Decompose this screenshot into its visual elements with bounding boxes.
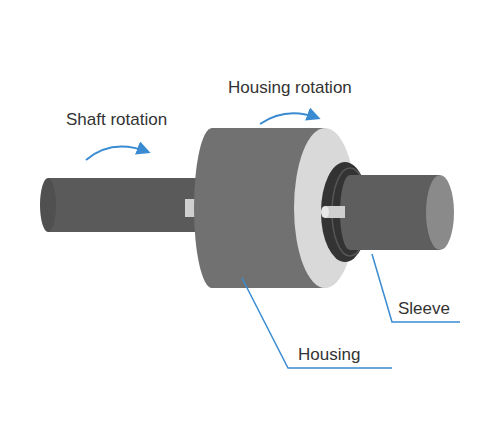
part-label: Housing rotation: [228, 78, 352, 98]
shaft-end: [321, 175, 454, 250]
rotation-arrow: [86, 147, 148, 160]
part-label: Sleeve: [398, 299, 450, 319]
rotation-arrow: [260, 113, 318, 124]
part-label: Housing: [298, 345, 360, 365]
housing: [194, 128, 356, 288]
leader-line: [372, 254, 460, 322]
leader-line: [242, 278, 392, 368]
part-label: Shaft rotation: [66, 110, 167, 130]
